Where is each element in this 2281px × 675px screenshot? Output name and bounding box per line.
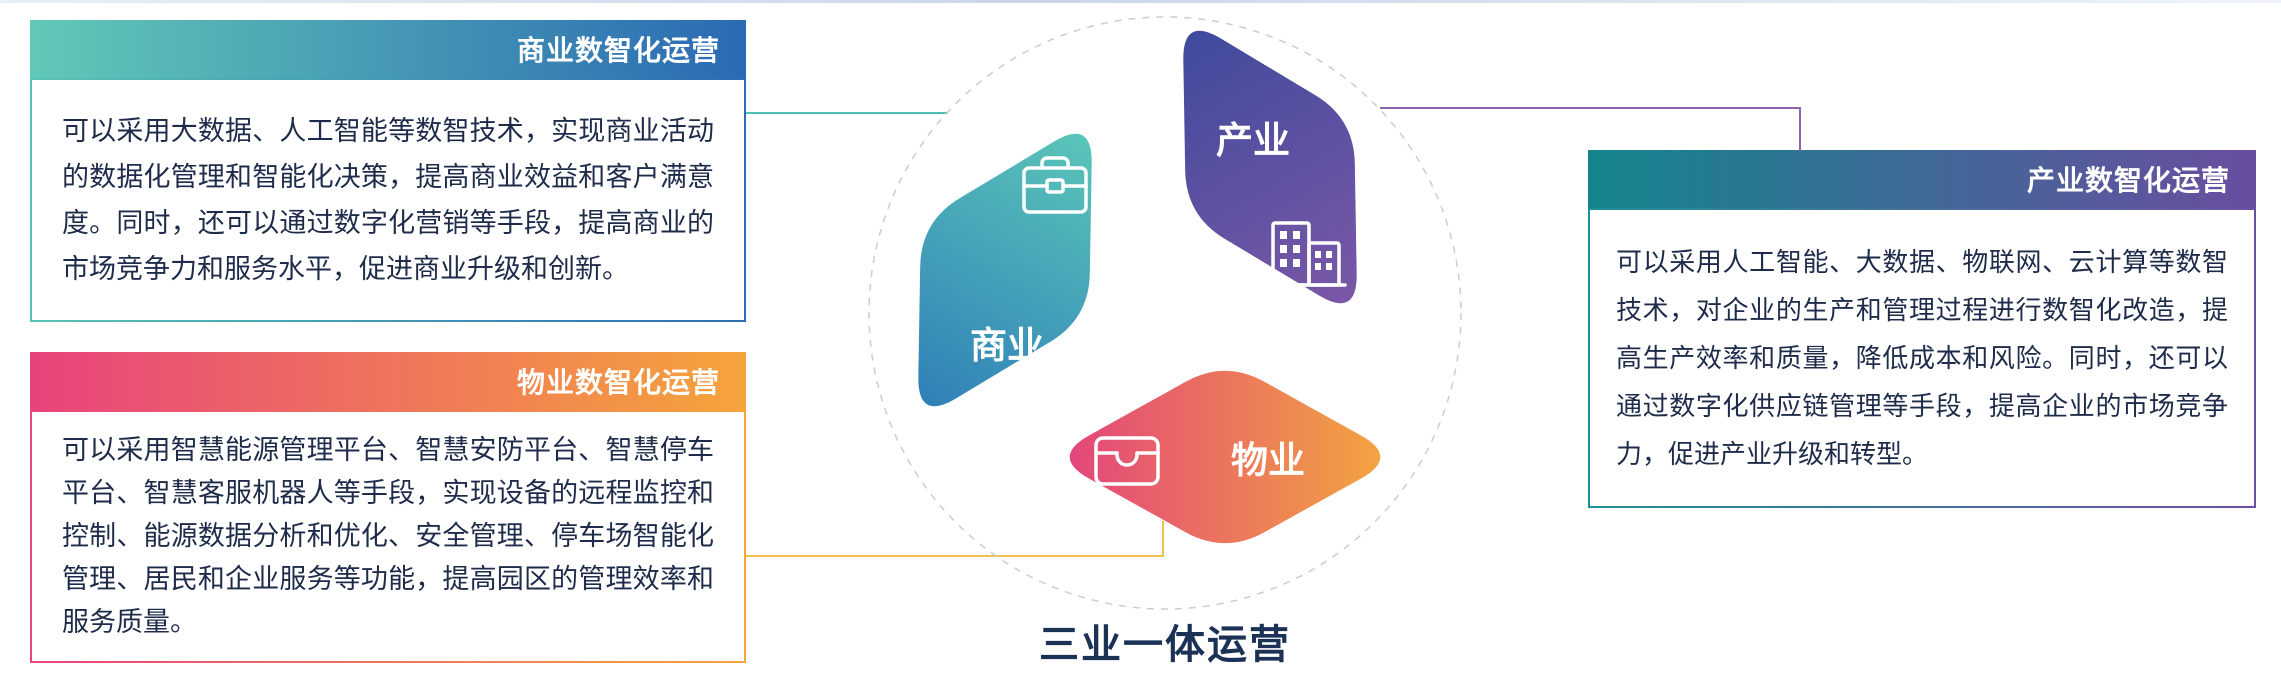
node-commerce-label: 商业 bbox=[970, 325, 1044, 366]
card-property: 物业数智化运营 可以采用智慧能源管理平台、智慧安防平台、智慧停车平台、智慧客服机… bbox=[30, 352, 746, 663]
card-property-text: 可以采用智慧能源管理平台、智慧安防平台、智慧停车平台、智慧客服机器人等手段，实现… bbox=[62, 435, 714, 637]
top-border bbox=[0, 0, 2281, 3]
connector-property-horizontal bbox=[746, 555, 1164, 557]
card-industry-header: 产业数智化运营 bbox=[1588, 150, 2256, 208]
triad-diagram: 商业 产业 物业 bbox=[855, 5, 1462, 610]
node-industry-label: 产业 bbox=[1216, 120, 1290, 161]
card-commerce-header: 商业数智化运营 bbox=[30, 20, 746, 78]
connector-commerce bbox=[746, 112, 948, 114]
card-property-title: 物业数智化运营 bbox=[516, 367, 720, 398]
card-industry-title: 产业数智化运营 bbox=[2026, 165, 2230, 196]
card-property-body: 可以采用智慧能源管理平台、智慧安防平台、智慧停车平台、智慧客服机器人等手段，实现… bbox=[30, 410, 746, 663]
card-industry: 产业数智化运营 可以采用人工智能、大数据、物联网、云计算等数智技术，对企业的生产… bbox=[1588, 150, 2256, 508]
node-commerce-shape bbox=[855, 92, 1158, 448]
connector-industry-vertical bbox=[1799, 107, 1801, 151]
card-commerce-body: 可以采用大数据、人工智能等数智技术，实现商业活动的数据化管理和智能化决策，提高商… bbox=[30, 78, 746, 322]
card-property-header: 物业数智化运营 bbox=[30, 352, 746, 410]
card-commerce: 商业数智化运营 可以采用大数据、人工智能等数智技术，实现商业活动的数据化管理和智… bbox=[30, 20, 746, 322]
diagram-title: 三业一体运营 bbox=[1039, 623, 1291, 667]
connector-property-vertical bbox=[1162, 521, 1164, 557]
buildings-icon bbox=[1265, 221, 1347, 287]
connector-industry-horizontal bbox=[1380, 107, 1801, 109]
node-industry-shape bbox=[1117, 5, 1423, 345]
briefcase-icon bbox=[1022, 156, 1088, 214]
card-commerce-text: 可以采用大数据、人工智能等数智技术，实现商业活动的数据化管理和智能化决策，提高商… bbox=[62, 116, 714, 284]
card-industry-body: 可以采用人工智能、大数据、物联网、云计算等数智技术，对企业的生产和管理过程进行数… bbox=[1588, 208, 2256, 508]
card-industry-text: 可以采用人工智能、大数据、物联网、云计算等数智技术，对企业的生产和管理过程进行数… bbox=[1616, 247, 2228, 469]
card-commerce-title: 商业数智化运营 bbox=[516, 35, 720, 66]
node-property-label: 物业 bbox=[1231, 440, 1305, 481]
dashed-circle bbox=[868, 16, 1462, 610]
box-icon bbox=[1094, 436, 1160, 486]
